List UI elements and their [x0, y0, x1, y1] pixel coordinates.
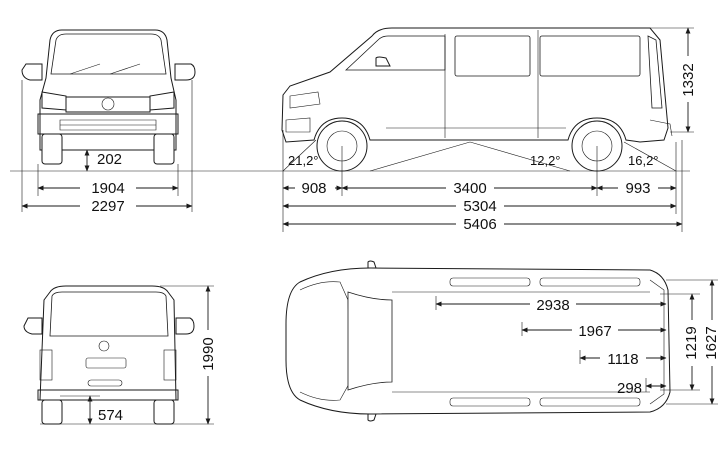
dim-cargo-length-mid: 1967 [578, 323, 611, 340]
dim-cargo-length-rear: 1118 [607, 351, 638, 368]
dim-cargo-length-min: 298 [617, 380, 642, 397]
dim-wheelbase: 3400 [453, 180, 486, 197]
dim-overall-width: 2297 [91, 198, 124, 215]
dim-height: 1332 [680, 63, 697, 96]
dim-cargo-length-top: 2938 [536, 297, 569, 314]
dim-rear-overhang: 993 [625, 180, 650, 197]
angle-approach: 21,2° [288, 153, 319, 168]
angle-departure: 16,2° [628, 153, 659, 168]
front-view [21, 29, 196, 165]
top-view [285, 260, 671, 422]
dim-rear-floor-height: 574 [98, 407, 123, 424]
dim-overall-height: 1990 [200, 337, 217, 370]
dim-length-body: 5304 [463, 198, 496, 215]
dim-front-overhang: 908 [301, 180, 326, 197]
dim-cargo-width: 1627 [703, 326, 720, 359]
side-view [281, 27, 673, 172]
dim-length-total: 5406 [463, 216, 496, 233]
rear-view [23, 285, 195, 425]
angle-ramp: 12,2° [530, 153, 561, 168]
dim-front-track: 1904 [91, 180, 124, 197]
dim-front-ground-clearance: 202 [97, 151, 122, 168]
dim-width-between-wheelarches: 1219 [683, 326, 700, 359]
